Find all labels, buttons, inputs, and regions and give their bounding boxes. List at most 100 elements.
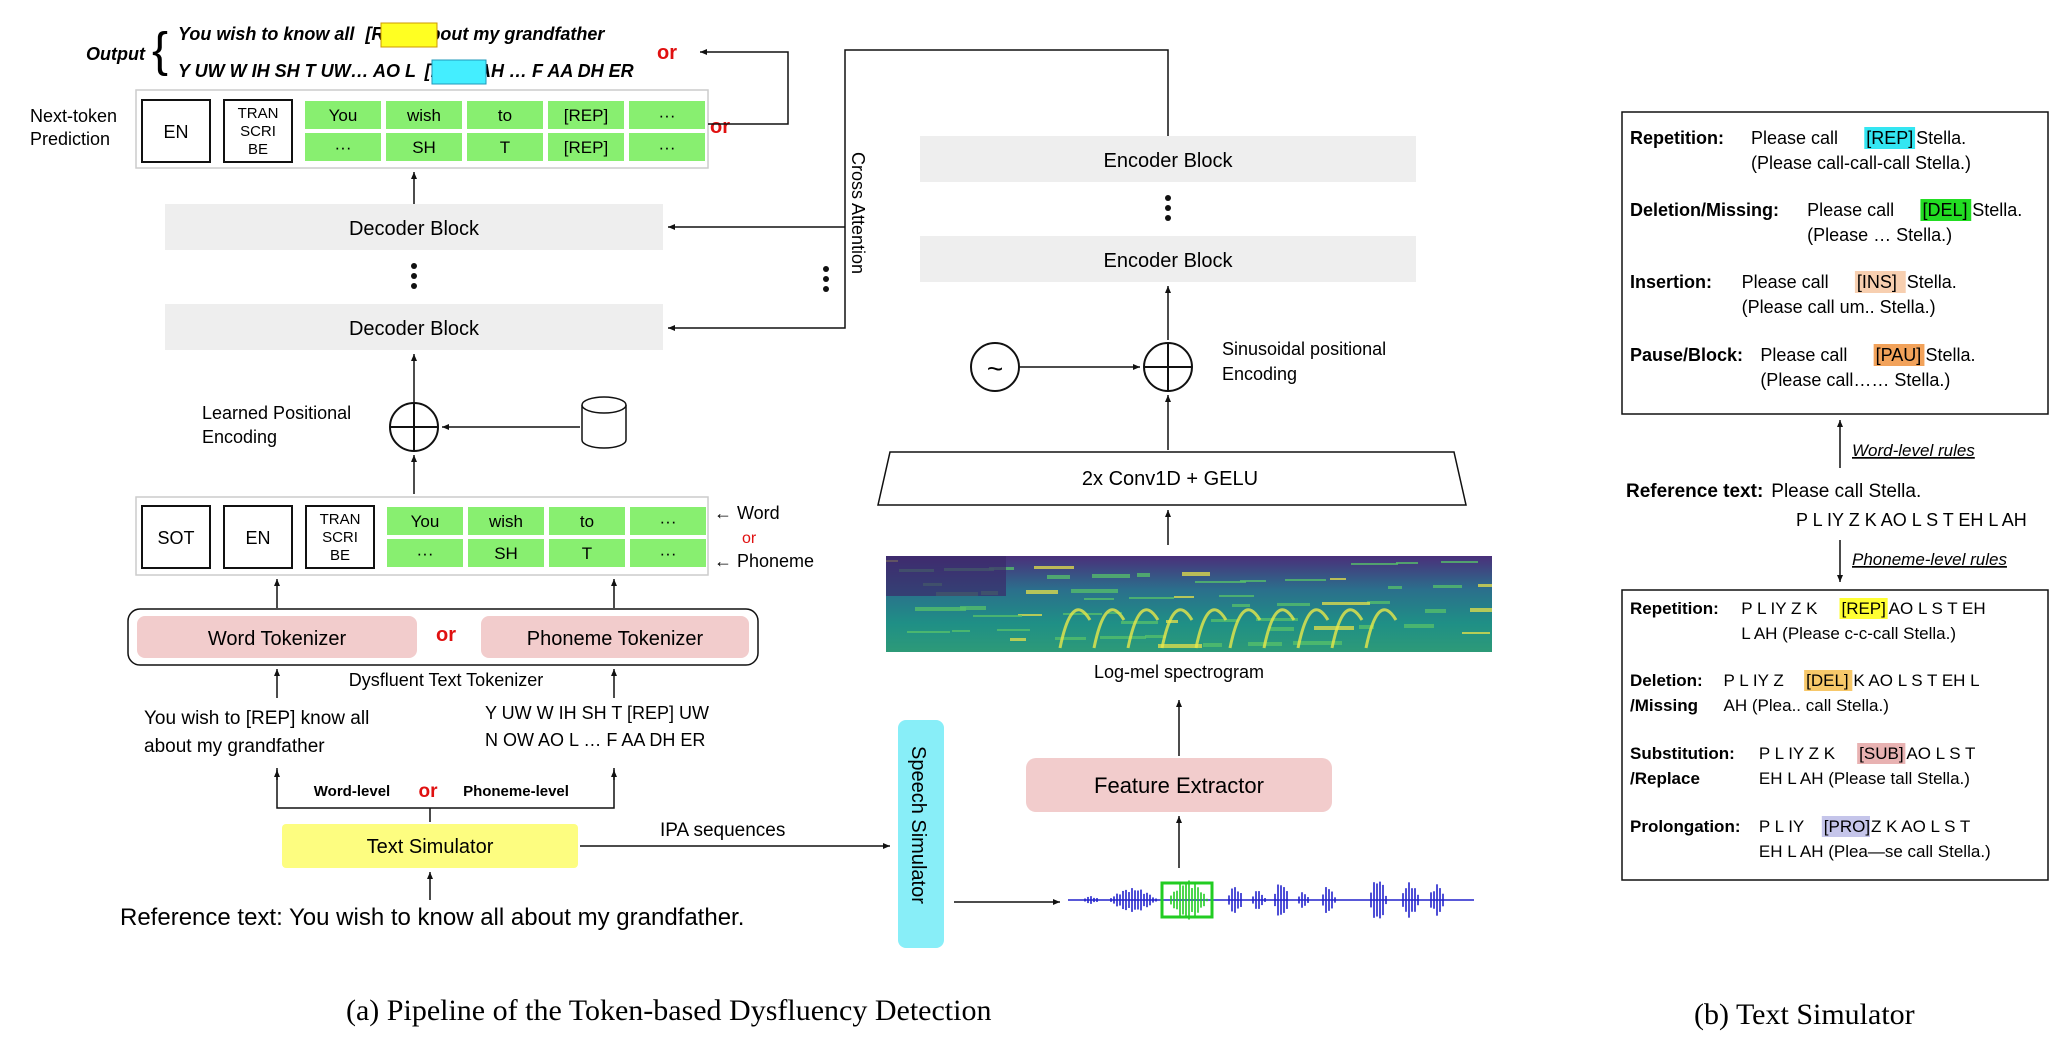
- input-word-cell: [549, 507, 625, 535]
- output-word-line: You wish to know all [REP] about my gran…: [178, 24, 605, 44]
- encoder-dots: [1165, 195, 1171, 221]
- phoneme-rule-type: Deletion:: [1630, 671, 1703, 690]
- phoneme-rule-tag-highlight: [1857, 743, 1906, 764]
- next-token-transcribe-3: BE: [248, 141, 268, 158]
- input-word-cell: [387, 507, 463, 535]
- encoder-block-top: [920, 136, 1416, 182]
- next-token-phoneme-cell: [548, 133, 624, 161]
- text-simulator-label: Text Simulator: [367, 836, 494, 858]
- next-token-phoneme-cell: [629, 133, 705, 161]
- next-token-or: or: [710, 116, 730, 138]
- input-en-box: [223, 505, 293, 569]
- sinusoid-tilde-icon: ~: [970, 342, 1020, 392]
- input-word-cell: [468, 507, 544, 535]
- word-tokenizer-label: Word Tokenizer: [208, 628, 347, 650]
- word-rule-type: Deletion/Missing:: [1630, 200, 1779, 220]
- phoneme-rule-tag: [REP]: [1841, 599, 1885, 618]
- feature-extractor-box: [1026, 758, 1332, 812]
- speech-simulator-label: Speech Simulator: [907, 746, 929, 904]
- input-transcribe-3: BE: [330, 547, 350, 564]
- next-token-word-cell: [548, 101, 624, 129]
- speech-simulator-box: [898, 720, 944, 948]
- word-rule-suffix: Stella.: [1972, 200, 2022, 220]
- feedback-arrow: [700, 49, 789, 125]
- decoder-block-top-label: Decoder Block: [349, 218, 480, 240]
- input-word-label: ← Word: [714, 503, 780, 523]
- caption-a: (a) Pipeline of the Token-based Dysfluen…: [346, 994, 991, 1027]
- input-phoneme-cell: [630, 539, 706, 567]
- word-rule-type: Insertion:: [1630, 272, 1712, 292]
- next-token-label-2: Prediction: [30, 129, 110, 149]
- next-token-transcribe-2: SCRI: [240, 123, 276, 140]
- decoder-dots: [411, 263, 417, 289]
- decoder-block-bottom: [165, 304, 663, 350]
- level-branch-lines: [276, 768, 615, 809]
- word-rule-prefix: Please call: [1751, 128, 1838, 148]
- spectrogram-image: [886, 556, 1492, 652]
- word-rule-suffix: Stella.: [1907, 272, 1957, 292]
- output-brace: {: [152, 24, 168, 77]
- word-rule-tag-highlight: [1920, 199, 1972, 221]
- next-token-word-cell: [467, 101, 543, 129]
- phoneme-rule-tag-highlight: [1804, 670, 1853, 691]
- input-sot-box: [141, 505, 211, 569]
- database-icon: [581, 396, 627, 449]
- phoneme-level-label: Phoneme-level: [463, 783, 569, 800]
- phoneme-rule-example: EH L AH (Plea—se call Stella.): [1759, 842, 1991, 861]
- output-label: Output: [86, 44, 146, 64]
- word-rule-prefix: Please call: [1807, 200, 1894, 220]
- input-transcribe-2: SCRI: [322, 529, 358, 546]
- next-token-word-token: to: [498, 106, 512, 125]
- input-phoneme-cell: [387, 539, 463, 567]
- phoneme-tokenizer-box: [481, 616, 749, 658]
- sim-phoneme-line-2: N OW AO L … F AA DH ER: [485, 730, 705, 750]
- output-word-rep-highlight: [380, 22, 438, 48]
- phoneme-rule-tag-highlight: [1821, 816, 1870, 837]
- word-rule-tag: [REP]: [1866, 128, 1913, 148]
- next-token-phoneme-token: SH: [412, 138, 436, 157]
- input-phoneme-cell: [468, 539, 544, 567]
- output-phoneme-line: Y UW W IH SH T UW… AO L [REP] AH … F AA …: [178, 61, 634, 81]
- word-rule-suffix: Stella.: [1916, 128, 1966, 148]
- next-token-word-token: ···: [659, 106, 676, 125]
- input-phoneme-cell: [549, 539, 625, 567]
- cross-attention-dots: [823, 266, 829, 292]
- output-phoneme-rep-highlight: [431, 59, 487, 85]
- input-transcribe-box: [305, 505, 375, 569]
- phoneme-rule-type: Substitution:: [1630, 744, 1735, 763]
- input-or: or: [742, 530, 757, 547]
- encoder-block-bottom: [920, 236, 1416, 282]
- input-word-token: You: [411, 512, 440, 531]
- decoder-block-top: [165, 204, 663, 250]
- next-token-phoneme-token: ···: [335, 138, 352, 157]
- word-rule-tag: [PAU]: [1876, 345, 1922, 365]
- word-rule-example: (Please call…… Stella.): [1760, 370, 1950, 390]
- cross-attention-label: Cross Attention: [848, 152, 868, 274]
- phoneme-rule-tag: [DEL]: [1806, 671, 1849, 690]
- phoneme-tokenizer-label: Phoneme Tokenizer: [527, 628, 704, 650]
- word-rule-example: (Please call-call-call Stella.): [1751, 153, 1971, 173]
- output-or: or: [657, 42, 677, 64]
- input-phoneme-token: SH: [494, 544, 518, 563]
- next-token-prediction: Next-token Prediction EN TRAN SCRI BE Yo…: [30, 89, 730, 169]
- panel-b-reference-phonemes: P L IY Z K AO L S T EH L AH: [1796, 510, 2027, 530]
- next-token-phoneme-token: ···: [659, 138, 676, 157]
- panel-b-word-examples: Repetition:Please call [REP] Stella.(Ple…: [1630, 127, 2022, 390]
- word-rule-tag-highlight: [1873, 344, 1925, 366]
- next-token-word-token: You: [329, 106, 358, 125]
- input-phoneme-token: T: [582, 544, 592, 563]
- feature-extractor-label: Feature Extractor: [1094, 773, 1264, 798]
- panel-b-top-box: [1621, 111, 2049, 415]
- sim-word-line-2: about my grandfather: [144, 736, 325, 757]
- phoneme-rule-type: Prolongation:: [1630, 817, 1740, 836]
- next-token-word-cell: [305, 101, 381, 129]
- spectrogram-label: Log-mel spectrogram: [1094, 662, 1264, 682]
- word-rule-prefix: Please call: [1760, 345, 1847, 365]
- phoneme-rule-prefix: P L IY: [1759, 817, 1804, 836]
- level-or: or: [419, 781, 439, 802]
- sinusoidal-label-1: Sinusoidal positional: [1222, 339, 1386, 359]
- phoneme-rule-suffix: AO L S T EH: [1889, 599, 1986, 618]
- word-rule-prefix: Please call: [1742, 272, 1829, 292]
- svg-text:~: ~: [987, 353, 1003, 384]
